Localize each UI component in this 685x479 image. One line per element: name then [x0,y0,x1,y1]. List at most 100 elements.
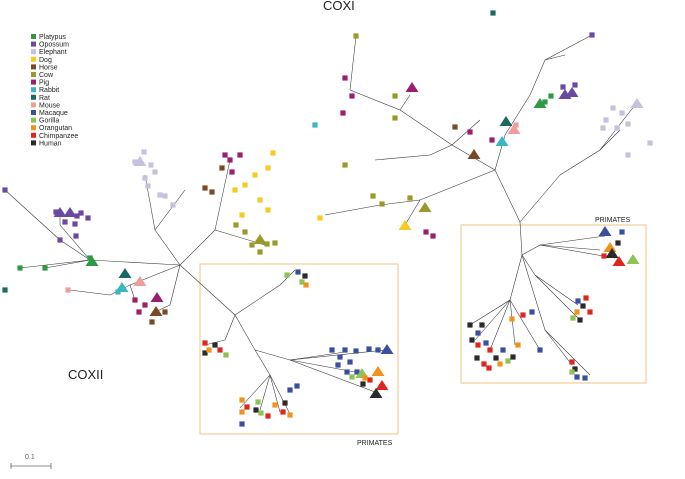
branch-segment [179,229,216,266]
tip-marker-rat [499,116,513,126]
tip-marker-platypus [85,256,99,266]
branch-segment [509,299,541,351]
branch-segment [224,314,236,341]
tip-marker-pig [237,152,243,158]
tip-marker-elephant [625,121,631,127]
branch-segment [509,254,523,301]
branch-segment [179,264,236,316]
tip-marker-opossum [74,213,80,219]
species-legend: PlatypusOpossumElephantDogHorseCowPigRab… [31,34,78,147]
branch-segment [254,349,291,361]
tip-marker-chimpanzee [587,309,593,315]
tip-marker-gorilla [505,358,511,364]
tip-marker-elephant [141,149,147,155]
tip-marker-opossum [565,87,579,97]
tip-marker-macaque [295,269,301,275]
tip-marker-platypus [17,265,23,271]
tip-marker-opossum [53,209,59,215]
branch-segment [269,374,281,413]
primates-label-right: PRIMATES [595,217,631,224]
tip-marker-chimpanzee [486,365,492,371]
tip-marker-elephant [600,125,606,131]
scale-bar-label: 0.1 [25,454,35,461]
branch-segment [234,284,281,316]
tip-marker-macaque [537,347,543,353]
tip-marker-elephant [152,169,158,175]
tip-marker-opossum [57,237,63,243]
legend-label-pig: Pig [39,80,49,87]
tip-marker-platypus [87,255,93,261]
tip-marker-chimpanzee [202,340,208,346]
tip-marker-cow [370,193,376,199]
legend-label-elephant: Elephant [39,49,67,56]
tip-marker-dog [265,207,271,213]
tip-marker-cow [342,162,348,168]
tip-marker-rabbit [115,289,121,295]
tip-marker-elephant [170,202,176,208]
legend-swatch-rat [31,94,36,100]
branch-segment [154,189,186,231]
tip-marker-mouse [65,287,71,293]
tip-marker-opossum [72,221,78,227]
tip-marker-horse [219,165,225,171]
tip-marker-cow [249,242,255,248]
tip-marker-orangutan [574,309,580,315]
tip-marker-cow [242,229,248,235]
tip-marker-orangutan [509,316,515,322]
branch-segment [399,109,453,146]
tip-marker-opossum [589,32,595,38]
tip-marker-orangutan [206,347,212,353]
tip-marker-gorilla [255,399,261,405]
tip-marker-elephant [162,193,168,199]
tip-marker-cow [272,240,278,246]
tip-marker-cow [379,201,385,207]
tip-marker-rat [118,268,132,278]
tip-marker-elephant [132,159,138,165]
tip-marker-elephant [630,98,644,108]
legend-swatch-rabbit [31,87,36,93]
branch-segment [534,274,581,321]
legend-label-cow: Cow [39,72,54,79]
legend-swatch-macaque [31,110,36,115]
tip-marker-human [202,350,208,356]
tip-marker-cow [233,222,239,228]
branch-segment [544,329,573,366]
branch-segment [19,259,91,269]
tip-marker-rabbit [312,122,318,128]
primates-label-left: PRIMATES [357,440,393,447]
legend-label-horse: Horse [39,64,58,71]
tip-marker-human [253,407,259,413]
tip-marker-macaque [375,347,381,353]
legend-swatch-opossum [31,41,36,47]
branch-segment [489,299,511,351]
branch-segment [521,254,546,331]
branch-segment [44,259,91,269]
tip-marker-chimpanzee [487,347,493,353]
tip-marker-human [282,400,288,406]
tip-marker-gorilla [284,272,290,278]
tip-marker-macaque [344,369,350,375]
tip-marker-elephant [603,117,609,123]
tip-marker-cow [392,93,398,99]
branch-segment [254,349,271,376]
tip-marker-elephant [157,192,163,198]
tip-marker-pig [227,157,233,163]
tip-marker-dog [398,220,412,230]
branch-segment [539,244,601,251]
tip-marker-human [510,354,516,360]
tip-marker-macaque [574,374,580,380]
tip-marker-gorilla [569,369,575,375]
tip-marker-dog [317,215,323,221]
tip-marker-cow [253,234,267,244]
branch-segment [399,94,411,111]
branch-segment [529,59,546,96]
tip-marker-human [615,240,621,246]
legend-label-platypus: Platypus [39,34,66,41]
tip-marker-elephant [647,140,653,146]
tip-marker-dog [239,212,245,218]
tip-marker-opossum [78,210,84,216]
tip-marker-pig [489,137,495,143]
branch-segment [544,54,566,61]
branch-segment [519,174,561,223]
